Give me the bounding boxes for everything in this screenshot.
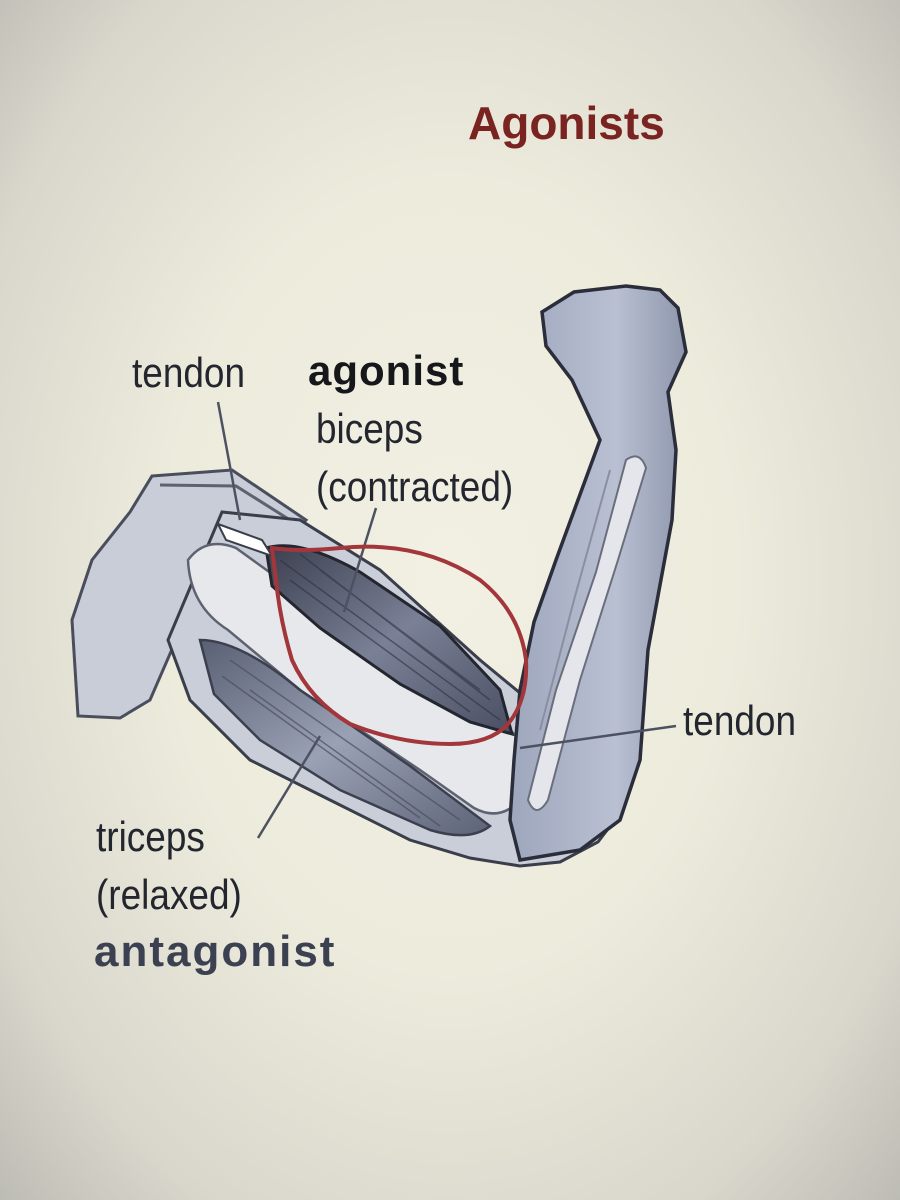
pointer-tendon-upper: [216, 401, 242, 521]
forearm-bones: [526, 455, 648, 811]
label-biceps-state: (contracted): [316, 463, 514, 510]
pointer-tendon-lower: [519, 724, 677, 750]
label-triceps: triceps: [96, 813, 205, 860]
shoulder-blade-ridge: [159, 483, 291, 522]
pointer-biceps: [342, 507, 378, 613]
label-tendon-upper: tendon: [132, 349, 246, 396]
label-biceps: biceps: [316, 405, 423, 452]
label-agonist: agonist: [308, 347, 465, 394]
label-triceps-state: (relaxed): [96, 871, 242, 918]
highlight-circle: [269, 544, 529, 747]
label-tendon-lower: tendon: [683, 697, 797, 744]
pointer-triceps: [256, 735, 322, 839]
page-title: Agonists: [468, 97, 665, 149]
label-antagonist: antagonist: [94, 927, 337, 976]
